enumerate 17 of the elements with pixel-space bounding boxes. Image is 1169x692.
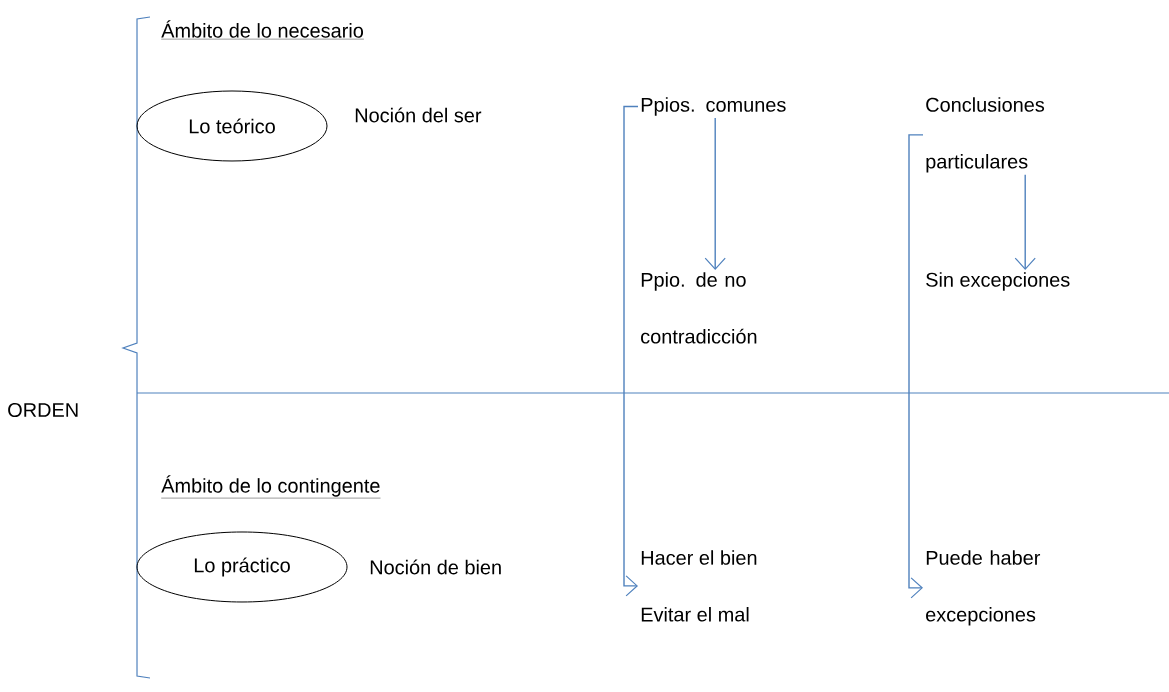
- concept-text: Sin excepciones: [926, 272, 1070, 291]
- arrow: [704, 117, 726, 270]
- text-label: Noción del ser: [355, 107, 482, 123]
- section-heading: Ámbito de lo contingente: [161, 475, 381, 499]
- ellipse-node: Lo práctico: [136, 531, 348, 603]
- section-heading: Ámbito de lo necesario: [161, 20, 365, 40]
- arrow: [1014, 174, 1036, 270]
- concept-text: Puede haber excepciones: [926, 550, 1041, 626]
- concept-text: Ppio. de no contradicción: [641, 272, 757, 344]
- concept-text: Ppios. comunes: [641, 97, 786, 116]
- concept-text: Hacer el bien Evitar el mal: [641, 550, 757, 622]
- concept-text: Conclusiones particulares: [926, 97, 1045, 173]
- text-label: Noción de bien: [370, 559, 501, 575]
- arrow: [908, 134, 924, 599]
- ellipse-node: Lo teórico: [136, 90, 328, 162]
- arrow: [623, 105, 639, 597]
- text-label: ORDEN: [8, 402, 78, 418]
